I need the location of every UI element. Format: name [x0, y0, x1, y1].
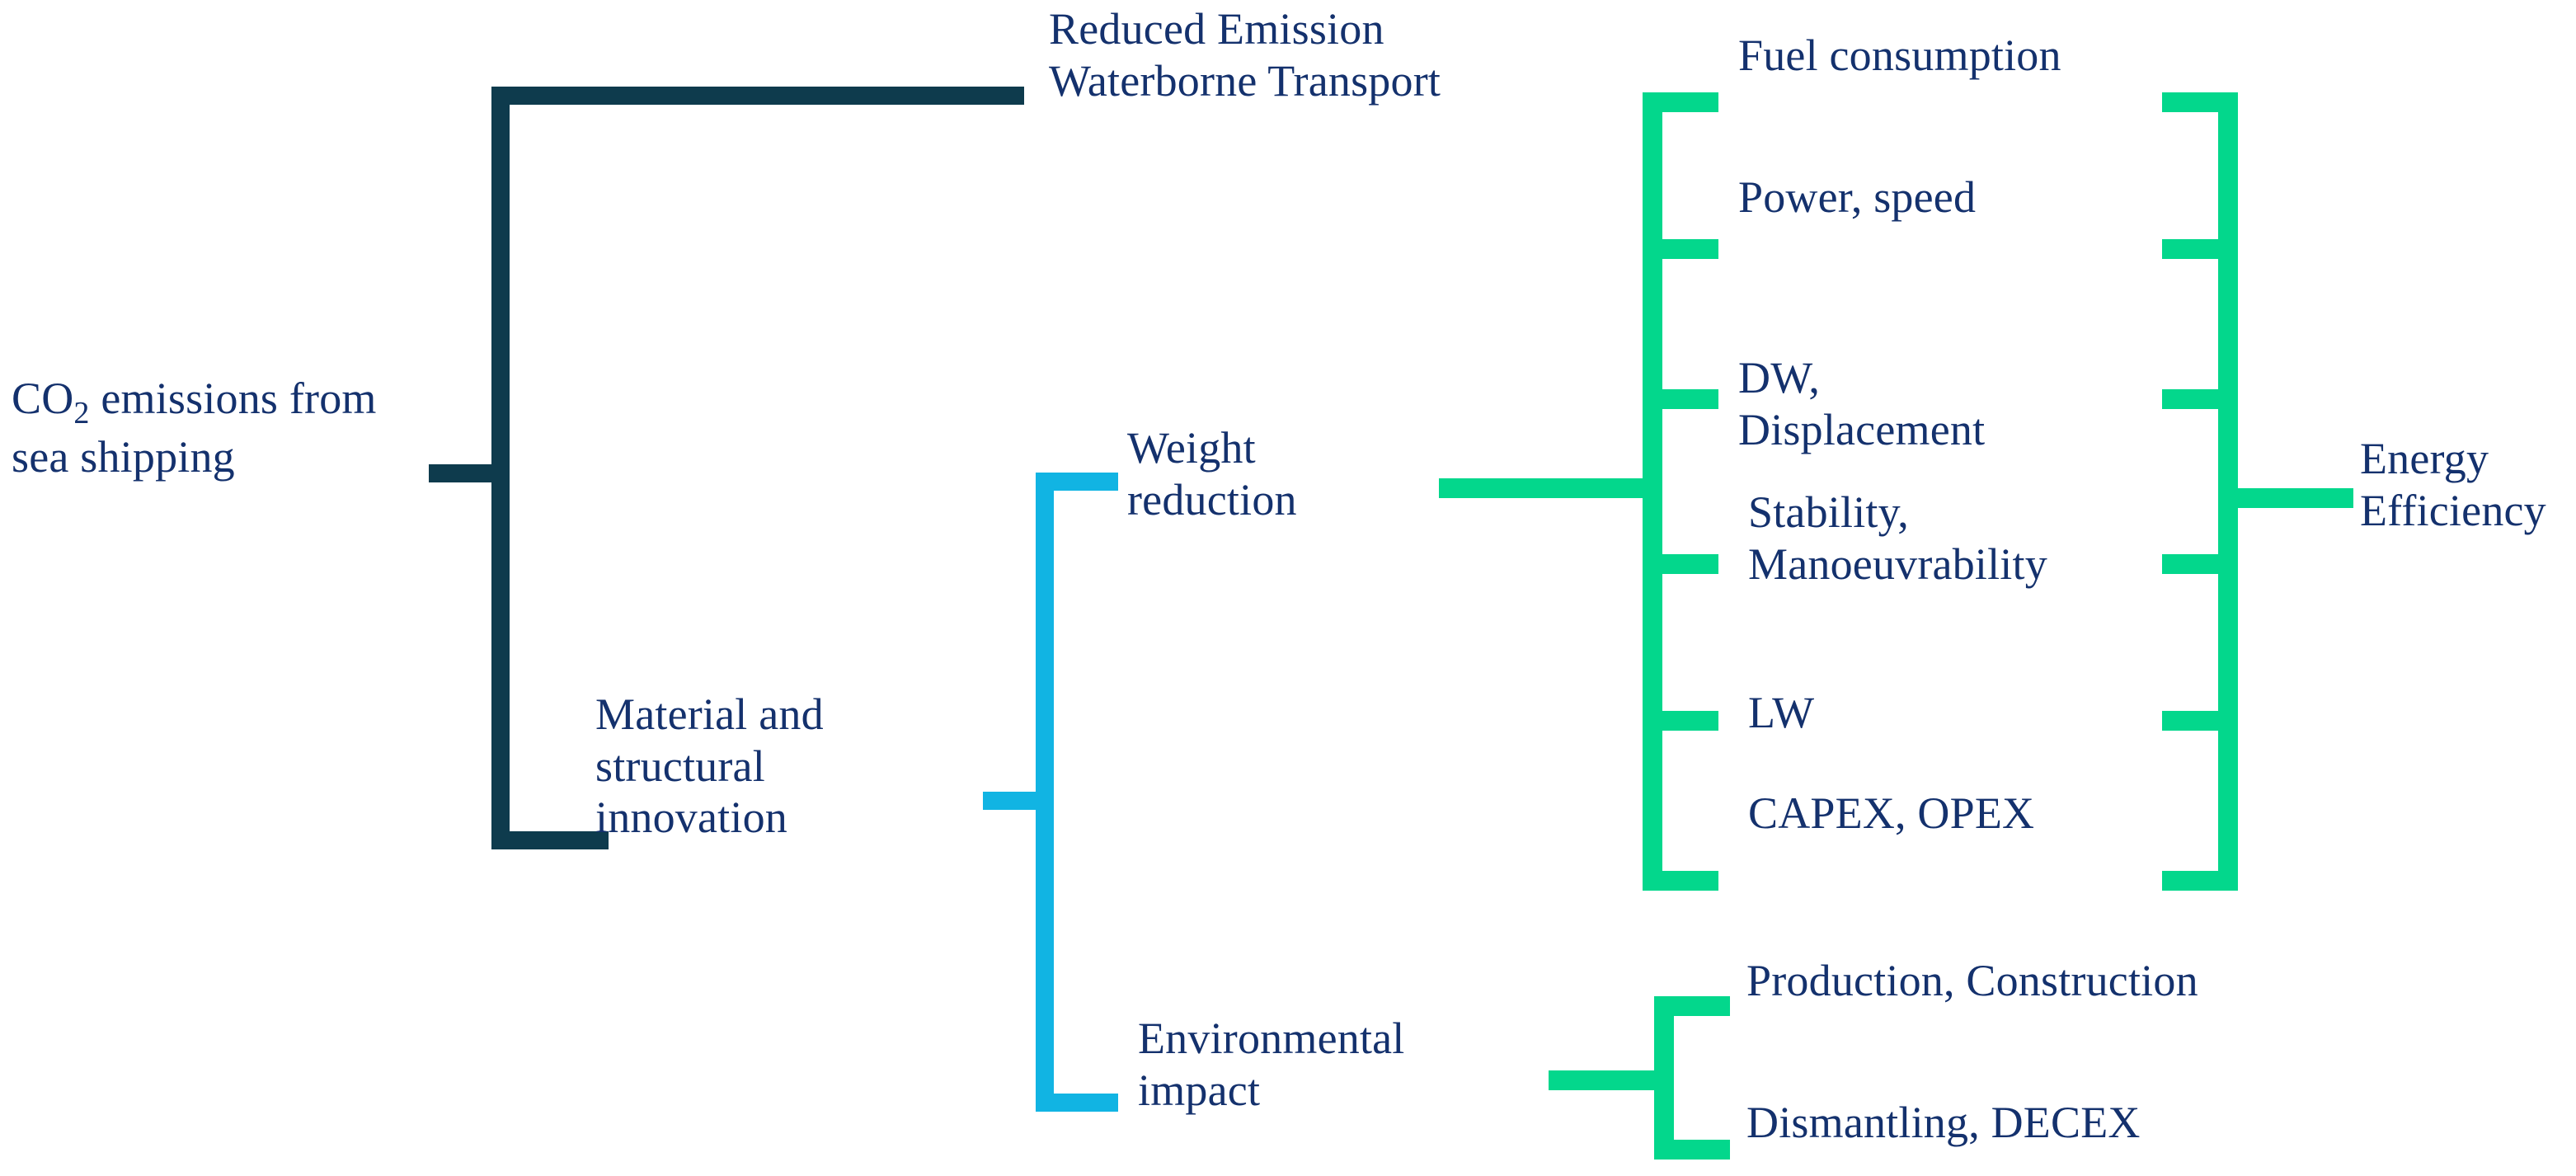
- green-right-tick-lw: [2162, 711, 2238, 731]
- green-right-tick-capex: [2162, 871, 2238, 891]
- green-left-input-arm: [1439, 478, 1662, 498]
- blue-bracket-arm-top: [1036, 473, 1118, 491]
- node-fuel-consumption: Fuel consumption: [1738, 31, 2061, 80]
- green-lower-input-arm: [1549, 1070, 1674, 1090]
- green-right-bracket: [2162, 92, 2353, 891]
- node-root-subscript: 2: [73, 395, 90, 430]
- green-left-tick-fuel: [1643, 92, 1718, 112]
- green-right-tick-stability: [2162, 554, 2238, 574]
- green-right-tick-dw: [2162, 389, 2238, 409]
- green-left-tick-lw: [1643, 711, 1718, 731]
- green-left-tick-stability: [1643, 554, 1718, 574]
- navy-bracket: [429, 87, 1024, 849]
- green-left-tick-capex: [1643, 871, 1718, 891]
- node-power-speed: Power, speed: [1738, 172, 1977, 222]
- navy-bracket-arm-bottom: [491, 831, 609, 849]
- node-root: CO2 emissions from sea shipping: [12, 373, 473, 483]
- green-right-output-arm: [2218, 488, 2353, 508]
- node-production-construction: Production, Construction: [1746, 956, 2198, 1005]
- blue-bracket-arm-bottom: [1036, 1094, 1118, 1112]
- navy-bracket-arm-top: [491, 87, 1024, 105]
- node-environmental-impact: Environmental impact: [1138, 1014, 1405, 1115]
- green-left-tick-power: [1643, 239, 1718, 259]
- node-dw-displacement: DW, Displacement: [1738, 353, 1986, 454]
- green-right-tick-power: [2162, 239, 2238, 259]
- navy-bracket-input-stub: [429, 464, 510, 482]
- node-capex-opex: CAPEX, OPEX: [1748, 788, 2035, 838]
- node-root-prefix: CO: [12, 374, 74, 423]
- node-energy-efficiency: Energy Efficiency: [2360, 434, 2546, 535]
- node-stability-manoeuvrability: Stability, Manoeuvrability: [1748, 487, 2047, 589]
- green-lower-bracket: [1549, 996, 1730, 1160]
- node-dismantling-decex: Dismantling, DECEX: [1746, 1098, 2141, 1147]
- green-lower-tick-dismantling: [1654, 1140, 1730, 1160]
- node-root-rest: emissions from sea shipping: [12, 374, 377, 482]
- node-reduced-emission-waterborne-transport: Reduced Emission Waterborne Transport: [1049, 4, 1441, 106]
- node-lw: LW: [1748, 688, 1815, 737]
- blue-bracket-input-stub: [983, 792, 1054, 810]
- node-material-and-structural-innovation: Material and structural innovation: [595, 689, 824, 843]
- green-left-tick-dw: [1643, 389, 1718, 409]
- node-weight-reduction: Weight reduction: [1127, 423, 1297, 524]
- green-right-tick-fuel: [2162, 92, 2238, 112]
- green-lower-tick-production: [1654, 996, 1730, 1016]
- green-left-bracket: [1439, 92, 1718, 891]
- blue-bracket: [983, 473, 1118, 1112]
